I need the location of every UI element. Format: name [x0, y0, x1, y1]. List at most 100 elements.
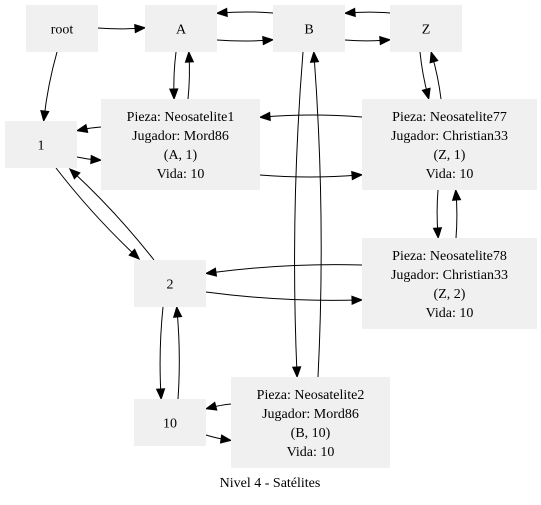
- node-box: [390, 5, 462, 52]
- edge-line: [219, 11, 274, 14]
- arrowhead-icon: [291, 366, 302, 379]
- edge-sat2-to-B: [309, 50, 322, 378]
- node-label-line: Z: [422, 23, 431, 38]
- node-box: [26, 5, 98, 52]
- arrowhead-icon: [351, 170, 364, 181]
- arrowhead-icon: [204, 267, 218, 277]
- arrowhead-icon: [379, 35, 392, 46]
- node-box: [101, 99, 260, 190]
- edge-line: [216, 39, 271, 42]
- edge-B-to-sat2: [291, 51, 304, 379]
- node-label-line: Vida: 10: [426, 167, 474, 182]
- node-label-line: Pieza: Neosatelite2: [257, 388, 365, 403]
- node-label-line: Vida: 10: [287, 445, 335, 460]
- edge-A-to-sat1: [169, 51, 179, 101]
- node-label-line: Jugador: Mord86: [262, 407, 359, 422]
- edge-sat77-to-Z: [429, 50, 442, 100]
- edge-n2-to-n1: [68, 168, 155, 261]
- node-label-line: 10: [163, 417, 177, 432]
- node-box: [145, 5, 217, 52]
- node-box: [273, 5, 345, 52]
- node-label-line: root: [51, 23, 74, 38]
- arrowhead-icon: [134, 23, 147, 34]
- node-label-line: Jugador: Mord86: [132, 129, 229, 144]
- node-box: [362, 99, 537, 190]
- arrowhead-icon: [40, 110, 50, 123]
- edge-n2-to-sat78: [205, 291, 364, 305]
- node-label-line: 1: [38, 139, 45, 154]
- edge-B-to-A: [215, 7, 274, 18]
- edge-root-to-n1: [40, 51, 58, 123]
- edge-n1-to-sat1: [76, 154, 103, 165]
- edge-B-to-Z: [344, 35, 392, 46]
- node-label-line: Pieza: Neosatelite78: [392, 249, 507, 264]
- arrowhead-icon: [128, 248, 141, 260]
- node-box: [134, 260, 206, 307]
- arrowhead-icon: [432, 227, 443, 240]
- arrowhead-icon: [262, 35, 275, 46]
- arrowhead-icon: [451, 188, 462, 201]
- node-n10: 10: [134, 399, 206, 446]
- edges-layer: [40, 7, 462, 444]
- edge-line: [262, 114, 363, 118]
- node-label-line: 2: [167, 278, 174, 293]
- edge-line: [205, 291, 360, 301]
- arrowhead-icon: [184, 50, 195, 63]
- edge-line: [294, 51, 304, 375]
- edge-n1-to-n2: [55, 167, 141, 260]
- edge-sat1-to-sat77: [259, 170, 364, 181]
- arrowhead-icon: [90, 154, 103, 165]
- arrowhead-icon: [155, 388, 166, 401]
- arrowhead-icon: [169, 88, 179, 101]
- node-label-line: Pieza: Neosatelite77: [392, 110, 507, 125]
- edge-Z-to-sat77: [419, 51, 431, 101]
- arrowhead-icon: [351, 295, 364, 305]
- node-box: [362, 238, 537, 329]
- node-n2: 2: [134, 260, 206, 307]
- edge-n10-to-n2: [172, 305, 183, 400]
- node-label-line: Vida: 10: [157, 167, 205, 182]
- node-root: root: [26, 5, 98, 52]
- node-label-line: B: [304, 23, 313, 38]
- node-label-line: A: [176, 23, 187, 38]
- arrowhead-icon: [68, 168, 81, 180]
- edge-line: [71, 170, 155, 261]
- edge-line: [159, 306, 164, 397]
- edge-line: [176, 309, 180, 400]
- arrowhead-icon: [172, 305, 183, 318]
- edge-Z-to-B: [343, 7, 391, 18]
- edge-line: [55, 167, 138, 258]
- edge-sat77-to-sat78: [432, 189, 443, 240]
- node-label-line: (Z, 1): [434, 148, 466, 163]
- edge-sat78-to-sat77: [451, 188, 462, 239]
- node-label-line: Jugador: Christian33: [391, 268, 508, 283]
- arrowhead-icon: [75, 123, 89, 133]
- edge-line: [259, 174, 360, 178]
- arrowhead-icon: [215, 7, 228, 18]
- node-B: B: [273, 5, 345, 52]
- arrowhead-icon: [421, 87, 431, 101]
- node-n1: 1: [5, 121, 77, 168]
- node-box: [231, 377, 390, 468]
- arrowhead-icon: [219, 434, 233, 444]
- arrowhead-icon: [204, 401, 218, 411]
- node-box: [134, 399, 206, 446]
- node-Z: Z: [390, 5, 462, 52]
- arrowhead-icon: [309, 50, 320, 63]
- node-label-line: (B, 10): [291, 426, 331, 441]
- edge-line: [313, 54, 322, 378]
- edge-A-to-B: [216, 35, 275, 46]
- edge-line: [43, 51, 58, 119]
- edge-n2-to-n10: [155, 306, 166, 401]
- node-label-line: (Z, 2): [434, 287, 466, 302]
- node-label-line: Jugador: Christian33: [391, 129, 508, 144]
- diagram-caption: Nivel 4 - Satélites: [220, 476, 321, 491]
- edge-sat77-to-sat1: [258, 111, 363, 122]
- arrowhead-icon: [429, 50, 439, 64]
